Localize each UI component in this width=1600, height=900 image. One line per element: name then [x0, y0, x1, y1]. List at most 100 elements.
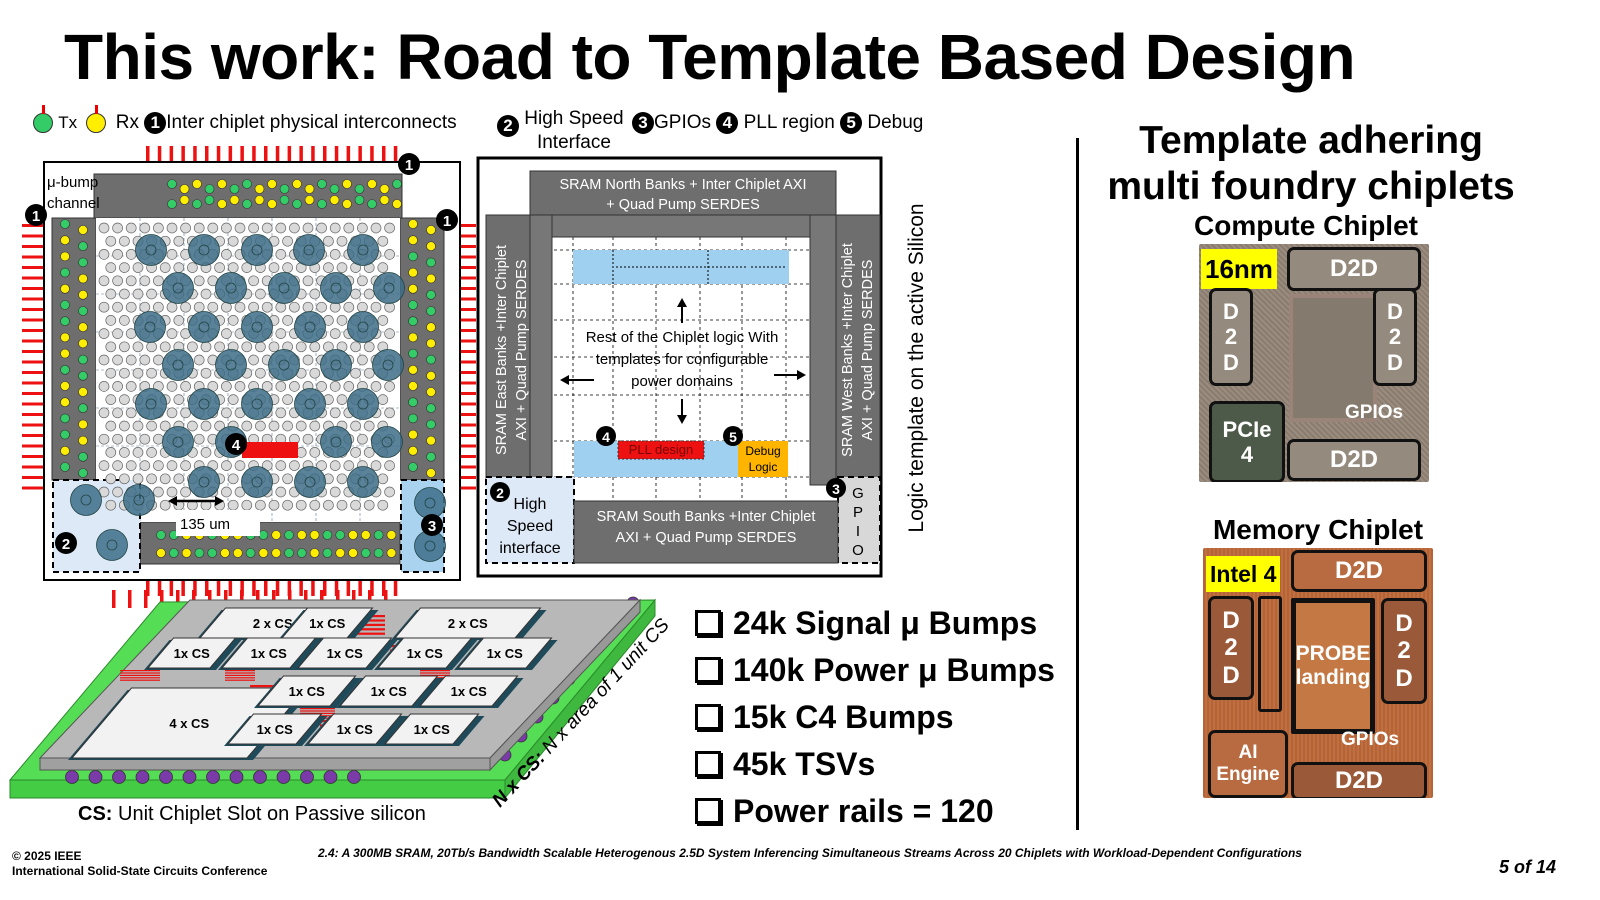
power-bump [377, 262, 389, 273]
power-bump [98, 249, 110, 260]
signal-bump [229, 184, 240, 194]
c4-bump [88, 770, 103, 784]
power-bump [227, 499, 239, 511]
signal-bump [408, 284, 418, 294]
signal-bump [60, 429, 70, 440]
wire [22, 402, 56, 406]
power-bump [282, 394, 293, 405]
chiplet-slot: 1x CS [218, 637, 322, 670]
tsv [96, 529, 128, 561]
signal-bump [78, 354, 88, 365]
power-bump [153, 222, 164, 234]
power-bump [187, 420, 198, 432]
svg-text:1: 1 [443, 213, 451, 230]
power-bump [302, 222, 314, 234]
signal-bump [426, 241, 436, 251]
pll-design-block [617, 440, 705, 460]
center-label-2: templates for configurable [596, 351, 769, 368]
power-bump [261, 381, 273, 392]
power-bump [146, 473, 157, 485]
wire [22, 308, 56, 311]
signal-bump [60, 251, 70, 262]
memory-chiplet-title: Memory Chiplet [1212, 514, 1424, 545]
c4-bump [300, 770, 314, 784]
signal-bump [426, 273, 436, 284]
tsv [371, 426, 403, 458]
power-bump [268, 262, 280, 273]
power-bump [166, 249, 178, 260]
wire [304, 590, 308, 608]
power-bump [241, 262, 253, 273]
wire [208, 590, 212, 608]
signal-bump [317, 179, 327, 189]
power-bump [227, 473, 239, 485]
slot-label: 1x CS [337, 722, 373, 737]
signal-bump [179, 195, 190, 205]
signal-bump [367, 199, 377, 209]
compute-d2d-bottom: D2D [1287, 439, 1421, 481]
footer-copyright: © 2025 IEEE [12, 849, 82, 863]
legend-item-2-line2: Interface [536, 132, 611, 153]
power-bump [180, 407, 191, 419]
power-bump [323, 262, 334, 273]
power-bump [227, 315, 239, 326]
signal-bump [60, 332, 70, 343]
gpio-label-i: I [856, 523, 860, 540]
signal-bump [258, 548, 269, 558]
power-bump [112, 275, 123, 287]
signal-bump [408, 219, 418, 229]
power-bump [316, 301, 327, 313]
power-bump [98, 433, 110, 445]
power-bump [329, 249, 341, 260]
debug-label-1: Debug [745, 444, 780, 458]
power-bump [275, 460, 287, 471]
signal-bump [284, 548, 294, 558]
power-bump [132, 420, 144, 432]
power-bump [221, 381, 232, 392]
power-bump [309, 447, 321, 458]
signal-bump [156, 530, 166, 540]
power-bump [214, 341, 225, 353]
power-bump [255, 420, 266, 432]
legend-2: 2 High Speed Interface [497, 107, 624, 155]
power-bump [105, 420, 117, 432]
power-bump [295, 499, 307, 511]
signal-bump [296, 548, 307, 558]
legend-item-1: Inter chiplet physical interconnects [166, 112, 457, 134]
power-bump [112, 486, 123, 498]
c4-bump [253, 770, 267, 784]
power-bump [193, 301, 205, 313]
compute-pcie: PCIe 4 [1209, 401, 1285, 482]
bumps [60, 179, 446, 562]
tsv [188, 311, 220, 343]
slot-label: 1x CS [309, 616, 345, 631]
power-bump [119, 288, 130, 300]
signal-bump [304, 184, 315, 194]
c4-bump [206, 770, 220, 784]
page-number: 5 of 14 [1498, 857, 1556, 877]
arrow-down-icon [677, 399, 687, 424]
marker-5-icon: 5 [840, 112, 863, 134]
power-bump [336, 262, 348, 273]
power-bump [166, 407, 178, 419]
power-bump [125, 275, 137, 287]
legend-rx: Rx [115, 112, 139, 134]
signal-bump [426, 387, 436, 397]
signal-bump [78, 306, 88, 316]
memory-chiplet-die: Intel 4 D2D D 2 D PROBE landing D 2 D AI… [1203, 548, 1433, 798]
sram-north-label-1: SRAM North Banks + Inter Chiplet AXI [559, 177, 806, 193]
c4-bump [276, 770, 291, 784]
power-bump [119, 341, 130, 353]
power-bump [221, 486, 232, 498]
svg-text:2: 2 [496, 485, 504, 501]
power-bump [302, 354, 314, 366]
wire [224, 590, 228, 608]
power-bump [227, 262, 239, 273]
compute-d2d-left: D 2 D [1209, 288, 1253, 386]
power-bump [377, 235, 389, 247]
power-bump [159, 341, 171, 353]
channel-label-2: channel [47, 195, 100, 212]
power-bump [350, 420, 361, 432]
tsv [372, 349, 404, 381]
signal-bump [78, 419, 88, 430]
